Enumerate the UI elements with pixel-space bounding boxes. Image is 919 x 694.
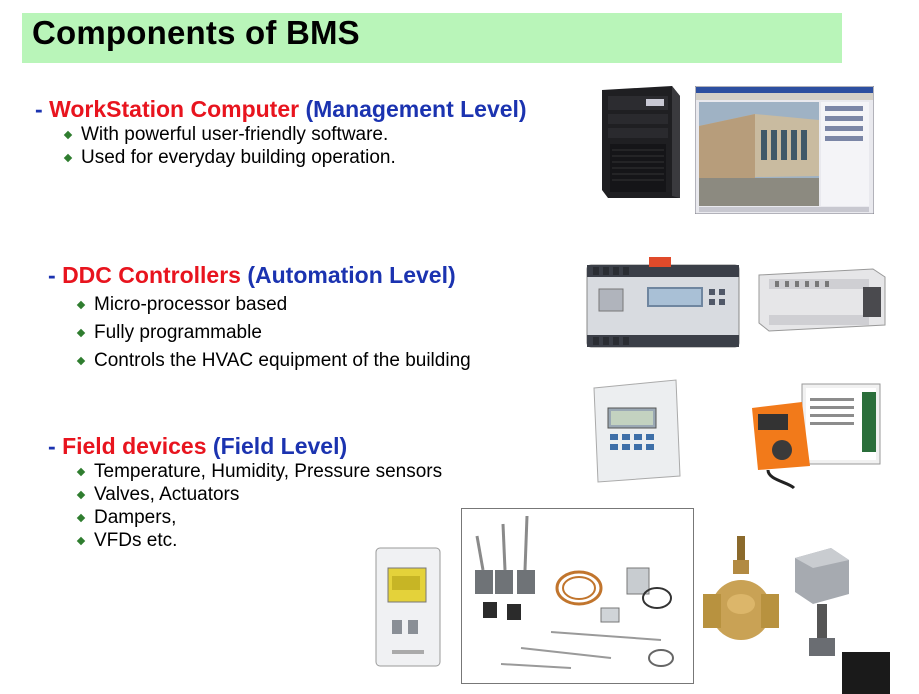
- bullet-item: Fully programmable: [76, 319, 471, 347]
- section-name: Field devices: [62, 433, 207, 459]
- workstation-software-screenshot: [695, 86, 874, 214]
- section-field-devices: - Field devices (Field Level) Temperatur…: [48, 433, 442, 552]
- valve-actuator-image: [791, 540, 853, 660]
- diamond-bullet-icon: [76, 536, 86, 545]
- section-name: DDC Controllers: [62, 262, 241, 288]
- section-level: (Field Level): [212, 433, 348, 459]
- bullet-item: Dampers,: [76, 506, 442, 529]
- section-level: (Management Level): [305, 96, 527, 122]
- diamond-bullet-icon: [76, 300, 86, 310]
- diamond-bullet-icon: [76, 467, 86, 476]
- diamond-bullet-icon: [63, 130, 73, 139]
- title-bar: [22, 13, 842, 63]
- section-name: WorkStation Computer: [49, 96, 300, 122]
- bullet-item: Micro-processor based: [76, 291, 471, 319]
- section-workstation: - WorkStation Computer (Management Level…: [35, 96, 527, 169]
- section-level: (Automation Level): [247, 262, 456, 288]
- actuator-controller-image: [748, 378, 884, 490]
- diamond-bullet-icon: [76, 356, 86, 366]
- thermostat-image: [374, 546, 442, 668]
- bullet-list: Micro-processor based Fully programmable…: [76, 291, 471, 375]
- slide-title: Components of BMS: [32, 14, 360, 51]
- bullet-list: With powerful user-friendly software. Us…: [63, 123, 527, 169]
- pc-tower-image: [594, 86, 686, 200]
- ddc-controller-image: [585, 255, 741, 353]
- ddc-module-image: [755, 263, 887, 333]
- bullet-list: Temperature, Humidity, Pressure sensors …: [76, 460, 442, 552]
- valve-image: [701, 532, 781, 652]
- section-heading: - WorkStation Computer (Management Level…: [35, 96, 527, 122]
- bullet-item: Valves, Actuators: [76, 483, 442, 506]
- diamond-bullet-icon: [76, 328, 86, 338]
- section-heading: - DDC Controllers (Automation Level): [48, 262, 456, 288]
- diamond-bullet-icon: [76, 490, 86, 499]
- diamond-bullet-icon: [76, 513, 86, 522]
- bullet-item: With powerful user-friendly software.: [63, 123, 527, 146]
- diamond-bullet-icon: [63, 153, 73, 162]
- section-ddc: - DDC Controllers (Automation Level) Mic…: [48, 262, 471, 375]
- section-heading: - Field devices (Field Level): [48, 433, 348, 459]
- sensors-collage-image: [461, 508, 694, 684]
- video-overlay-block: [842, 652, 890, 694]
- ddc-panel-image: [588, 378, 684, 484]
- bullet-item: Used for everyday building operation.: [63, 146, 527, 169]
- bullet-item: Controls the HVAC equipment of the build…: [76, 347, 471, 375]
- bullet-item: Temperature, Humidity, Pressure sensors: [76, 460, 442, 483]
- bullet-item: VFDs etc.: [76, 529, 442, 552]
